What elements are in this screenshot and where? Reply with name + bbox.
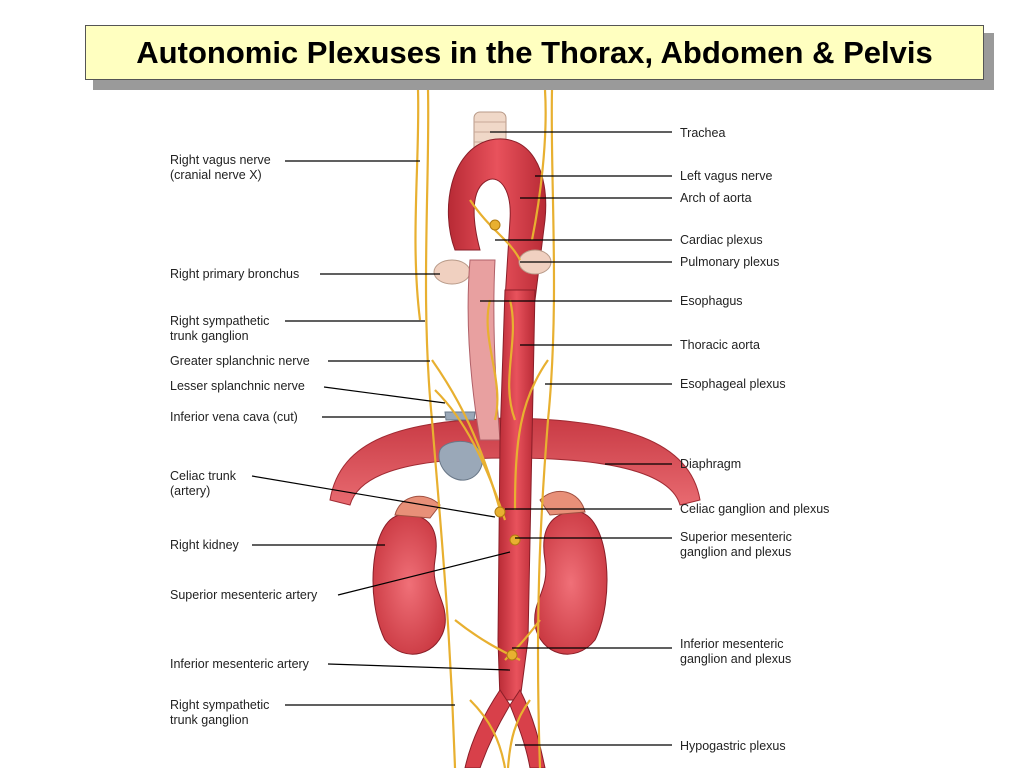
label-greater-splanchnic-nerve: Greater splanchnic nerve (170, 354, 310, 368)
label-esophageal-plexus: Esophageal plexus (680, 377, 786, 391)
label-inferior-mesenteric-artery: Inferior mesenteric artery (170, 657, 309, 671)
label-esophagus: Esophagus (680, 294, 743, 308)
ivc-shape (444, 411, 476, 421)
ivc-cut-shape (438, 441, 483, 481)
leader-lines (251, 131, 672, 746)
label-right-sympathetic-trunk-ganglion-upper: Right sympathetic trunk ganglion (170, 314, 270, 343)
label-thoracic-aorta: Thoracic aorta (680, 338, 760, 352)
slide-title: Autonomic Plexuses in the Thorax, Abdome… (136, 34, 933, 70)
label-left-vagus-nerve: Left vagus nerve (680, 169, 773, 183)
label-trachea: Trachea (680, 126, 726, 140)
label-superior-mesenteric-ganglion: Superior mesenteric ganglion and plexus (680, 530, 792, 559)
label-right-kidney: Right kidney (170, 538, 239, 552)
label-superior-mesenteric-artery: Superior mesenteric artery (170, 588, 318, 602)
left-adrenal-shape (539, 491, 586, 516)
label-celiac-trunk: Celiac trunk (artery) (170, 469, 236, 498)
ganglia (489, 219, 521, 661)
right-bronchus-shape (433, 259, 471, 285)
label-diaphragm: Diaphragm (680, 457, 742, 471)
label-right-vagus-nerve: Right vagus nerve (cranial nerve X) (170, 153, 271, 182)
left-kidney-shape (534, 511, 608, 655)
label-right-sympathetic-trunk-ganglion-lower: Right sympathetic trunk ganglion (170, 698, 270, 727)
label-arch-of-aorta: Arch of aorta (680, 191, 752, 205)
aorta-shape (497, 289, 536, 701)
diaphragm-shape (329, 417, 701, 506)
iliac-artery-left-shape (509, 689, 546, 768)
label-celiac-ganglion: Celiac ganglion and plexus (680, 502, 830, 516)
title-box: Autonomic Plexuses in the Thorax, Abdome… (85, 25, 984, 80)
label-lesser-splanchnic-nerve: Lesser splanchnic nerve (170, 379, 305, 393)
label-inferior-mesenteric-ganglion: Inferior mesenteric ganglion and plexus (680, 637, 792, 666)
nerve-network (414, 89, 556, 768)
label-pulmonary-plexus: Pulmonary plexus (680, 255, 780, 269)
label-hypogastric-plexus: Hypogastric plexus (680, 739, 786, 753)
label-inferior-vena-cava: Inferior vena cava (cut) (170, 410, 298, 424)
label-right-primary-bronchus: Right primary bronchus (170, 267, 300, 281)
label-cardiac-plexus: Cardiac plexus (680, 233, 763, 247)
right-kidney-shape (372, 514, 446, 655)
